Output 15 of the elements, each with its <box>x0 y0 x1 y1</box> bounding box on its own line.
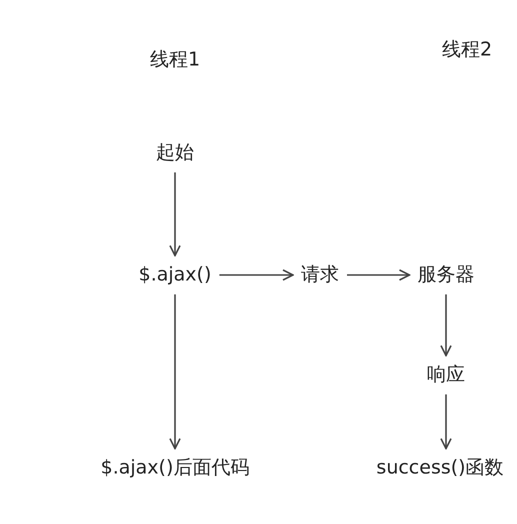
arrow <box>440 394 452 450</box>
node-label: 响应 <box>427 364 465 386</box>
node-label: $.ajax()后面代码 <box>100 456 250 480</box>
thread-label: 线程1 <box>150 48 200 72</box>
arrow <box>440 294 452 356</box>
node-label: 服务器 <box>418 264 474 286</box>
thread-label: 线程2 <box>442 38 492 62</box>
arrow <box>169 294 181 450</box>
node-label: $.ajax() <box>138 264 212 286</box>
node-label: 起始 <box>156 142 194 164</box>
arrow <box>219 269 294 281</box>
node-label: success()函数 <box>376 456 504 480</box>
arrow <box>347 269 410 281</box>
node-label: 请求 <box>301 264 339 286</box>
arrow <box>169 172 181 256</box>
